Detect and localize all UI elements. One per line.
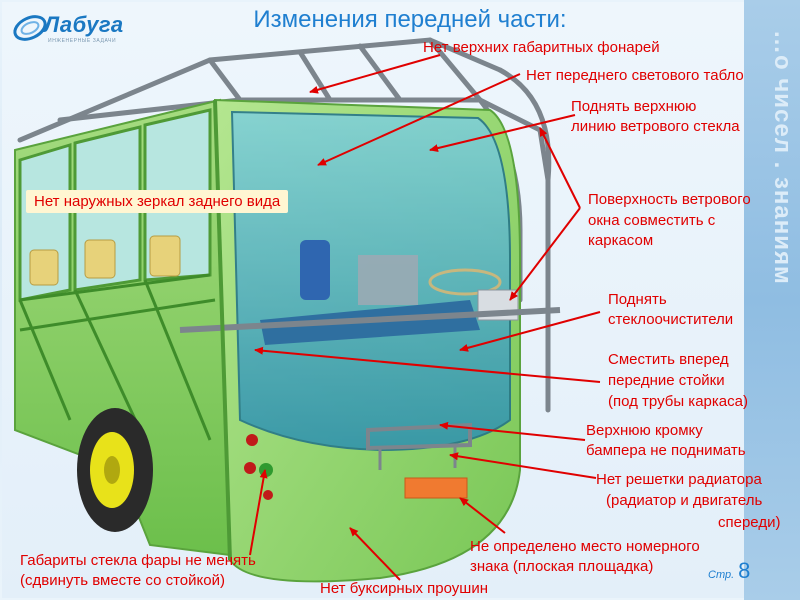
slide-title: Изменения передней части: — [253, 6, 567, 33]
callout-no-top-lights: Нет верхних габаритных фонарей — [423, 39, 660, 56]
side-watermark: …о чисел . знаниям — [769, 30, 796, 285]
callout-no-front-sign: Нет переднего светового табло — [526, 67, 744, 84]
callout-lights-1: Габариты стекла фары не менять — [20, 552, 256, 569]
callout-no-grille-1: Нет решетки радиатора — [596, 471, 762, 488]
callout-plate-2: знака (плоская площадка) — [470, 558, 654, 575]
driver-partition — [358, 255, 418, 305]
driver-seat — [300, 240, 330, 300]
callout-raise-windshield-2: линию ветрового стекла — [571, 118, 740, 135]
callout-bumper-2: бампера не поднимать — [586, 442, 746, 459]
page-number: Стр.8 — [708, 558, 750, 584]
callout-align-window-1: Поверхность ветрового — [588, 191, 751, 208]
front-pillar — [213, 99, 232, 561]
side-bracing — [18, 273, 216, 441]
callout-lights-2: (сдвинуть вместе со стойкой) — [20, 572, 225, 589]
page-number-value: 8 — [738, 558, 751, 583]
callout-no-grille-3: спереди) — [718, 514, 781, 531]
logo-wordmark: Лабуга — [44, 12, 124, 37]
callout-raise-wipers-1: Поднять — [608, 291, 667, 308]
callout-arrows — [249, 54, 601, 581]
license-plate-area — [404, 477, 468, 499]
page-number-label: Стр. — [708, 569, 735, 581]
seats — [29, 235, 181, 286]
callout-raise-windshield-1: Поднять верхнюю — [571, 98, 697, 115]
steering-wheel — [428, 268, 502, 296]
callout-move-pillars-2: передние стойки — [608, 372, 725, 389]
logo-tagline: ИНЖЕНЕРНЫЕ ЗАДАЧИ — [48, 38, 117, 44]
callout-move-pillars-1: Сместить вперед — [608, 351, 729, 368]
company-logo: Лабуга ИНЖЕНЕРНЫЕ ЗАДАЧИ — [8, 4, 123, 48]
callout-no-mirrors: Нет наружных зеркал заднего вида — [26, 190, 289, 213]
callout-raise-wipers-2: стеклоочистители — [608, 311, 734, 328]
logo-swirl-icon — [13, 15, 47, 41]
callout-align-window-3: каркасом — [588, 232, 654, 249]
callout-plate-1: Не определено место номерного — [470, 538, 700, 555]
wiper-tube — [179, 307, 561, 333]
callout-move-pillars-3: (под трубы каркаса) — [608, 393, 748, 410]
callout-no-tow: Нет буксирных проушин — [320, 580, 488, 597]
right-decor-band — [744, 0, 800, 600]
callout-align-window-2: окна совместить с — [588, 212, 716, 229]
callout-bumper-1: Верхнюю кромку — [586, 422, 703, 439]
callout-no-grille-2: (радиатор и двигатель — [606, 492, 763, 509]
front-wheel — [77, 408, 153, 532]
bumper-bracket — [366, 422, 472, 451]
